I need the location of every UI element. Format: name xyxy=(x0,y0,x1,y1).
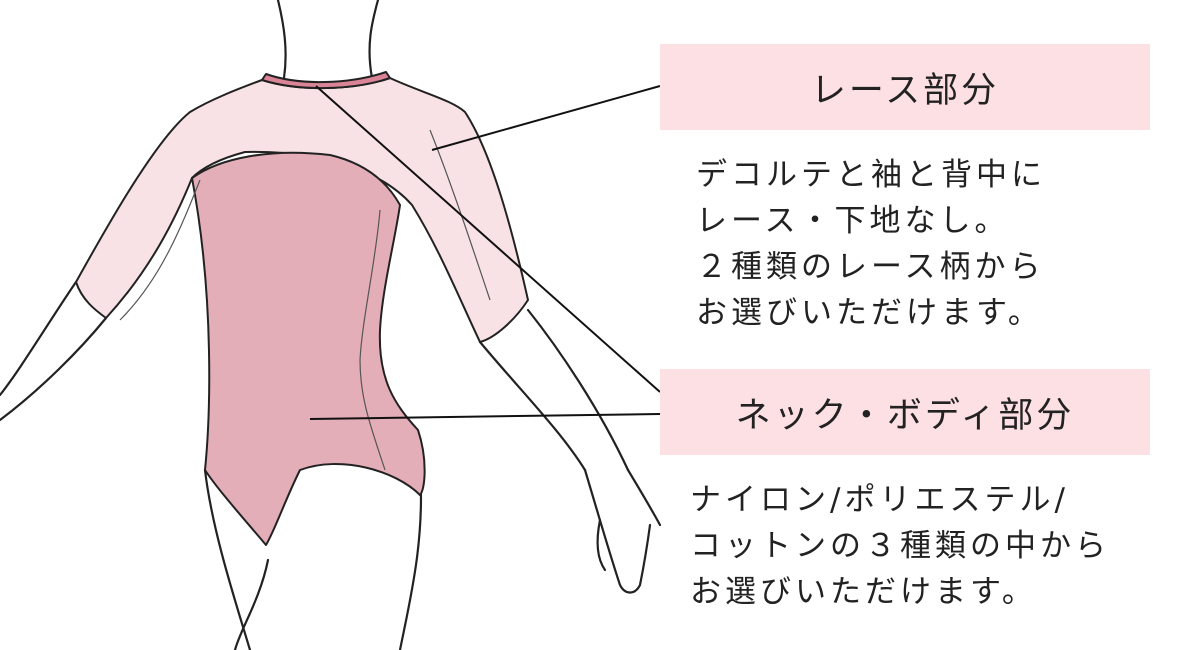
lace-description-line: ２種類のレース柄から xyxy=(696,249,1045,285)
lace-part-heading-text: レース部分 xyxy=(810,70,1000,111)
neck-body-part-description: ナイロン/ポリエステル/ コットンの３種類の中から お選びいただけます。 xyxy=(690,477,1110,615)
lace-description-line: デコルテと袖と背中に xyxy=(696,157,1046,193)
lace-description-line: お選びいただけます。 xyxy=(696,295,1043,331)
body-description-line: お選びいただけます。 xyxy=(690,574,1037,610)
lace-part-heading: レース部分 xyxy=(660,44,1150,130)
lace-part-description: デコルテと袖と背中に レース・下地なし。 ２種類のレース柄から お選びいただけま… xyxy=(696,152,1046,336)
body-part xyxy=(191,71,426,546)
lace-part xyxy=(75,77,529,343)
leader-lines xyxy=(309,85,661,420)
body-description-line: ナイロン/ポリエステル/ xyxy=(690,482,1069,518)
lace-description-line: レース・下地なし。 xyxy=(696,203,1010,239)
body-leader-line xyxy=(309,413,661,420)
neck-leader-line xyxy=(315,85,661,393)
neck-body-part-heading: ネック・ボディ部分 xyxy=(660,369,1150,455)
body-description-line: コットンの３種類の中から xyxy=(690,528,1110,564)
lace-leader-line xyxy=(431,85,661,151)
neck-body-part-heading-text: ネック・ボディ部分 xyxy=(735,395,1075,436)
